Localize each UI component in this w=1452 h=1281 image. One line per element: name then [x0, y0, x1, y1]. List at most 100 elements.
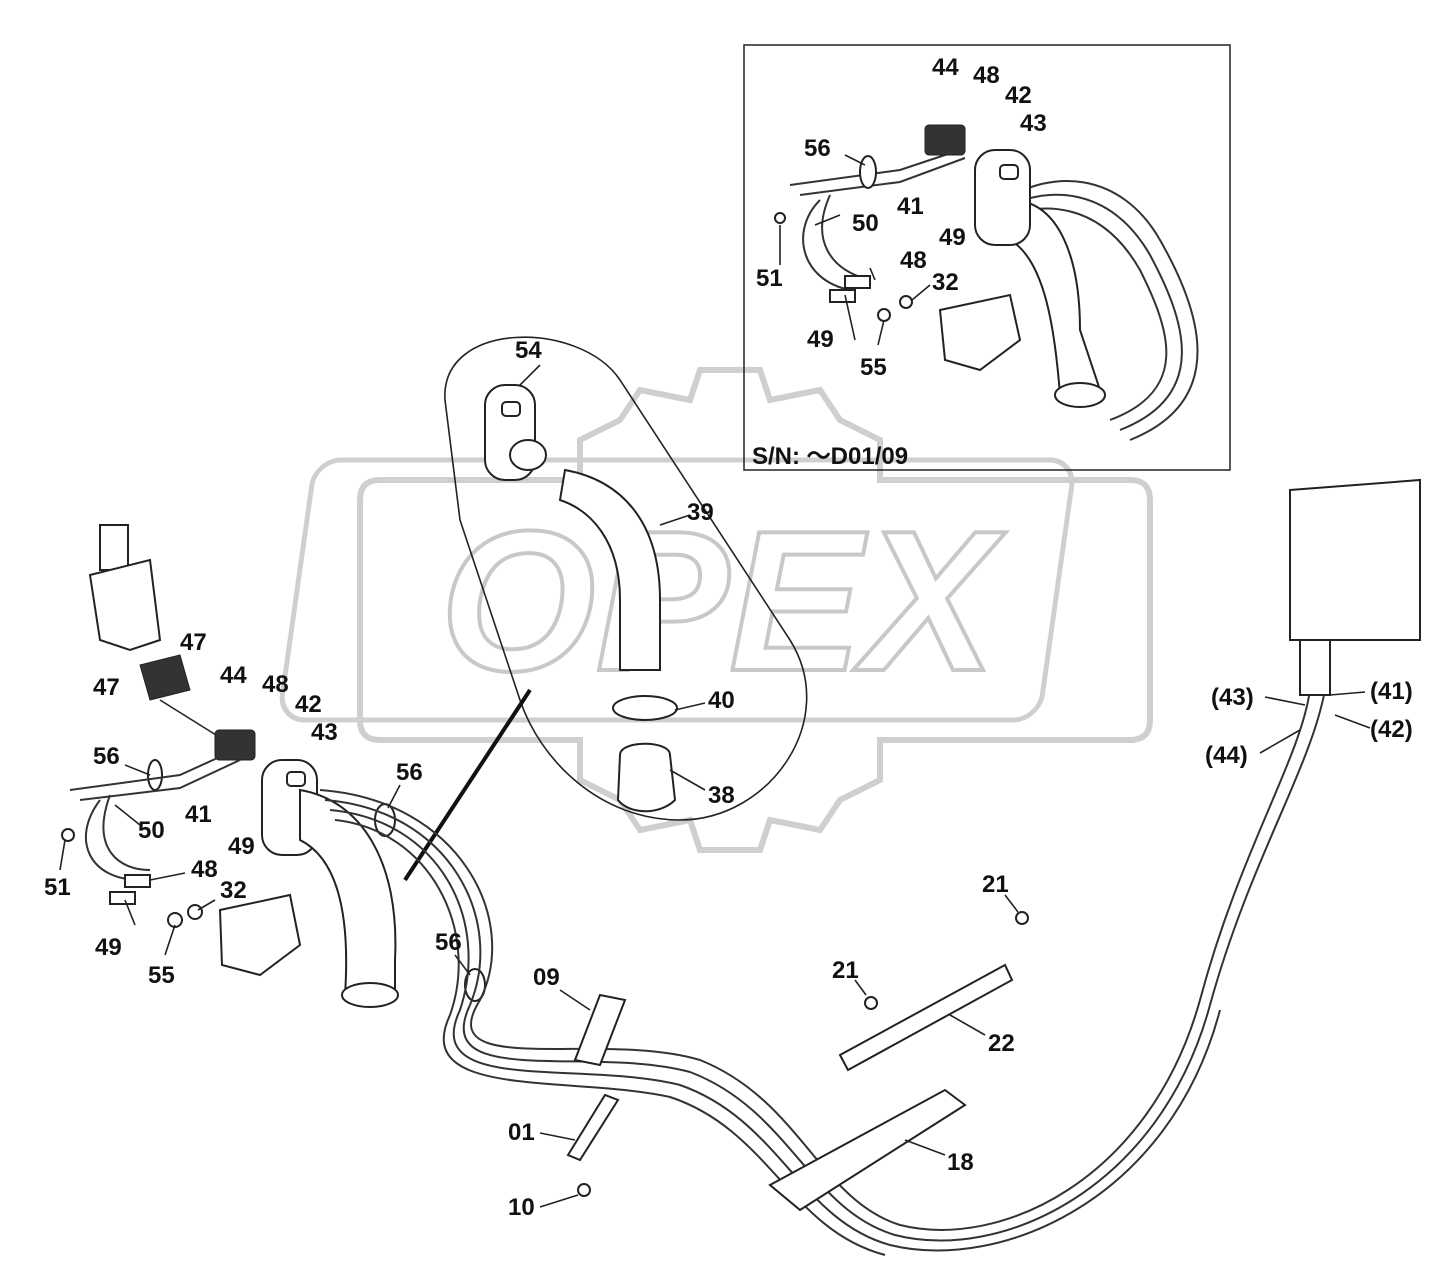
callout-47-b: 47 — [93, 674, 120, 701]
callout-41-inset: 41 — [897, 193, 924, 220]
callout-48: 48 — [262, 671, 289, 698]
hose-bundle-1 — [319, 689, 1311, 1231]
inset-valve — [938, 293, 1022, 372]
detail-outline — [444, 336, 808, 821]
callout-48-inset: 48 — [973, 62, 1000, 89]
callout-56-a: 56 — [93, 743, 120, 770]
line-d — [102, 794, 151, 871]
callout-49-inset-a: 49 — [939, 224, 966, 251]
control-valve-port — [1299, 639, 1331, 696]
inset-hose-end-49 — [829, 289, 856, 303]
callout-labels: 44 48 42 43 56 41 49 50 48 32 51 49 55 5… — [44, 54, 1413, 1221]
callout-55: 55 — [148, 962, 175, 989]
main-assembly — [61, 478, 1421, 1256]
hose-end-48 — [124, 874, 151, 888]
inset-assembly — [774, 124, 1199, 441]
callout-56-b: 56 — [396, 759, 423, 786]
inset-line-a — [789, 149, 961, 186]
callout-43-inset: 43 — [1020, 110, 1047, 137]
inset-hose-2 — [999, 193, 1183, 431]
boot-main-slot — [286, 771, 306, 787]
fitting-block — [214, 729, 256, 761]
line-b — [79, 759, 241, 801]
bolt-10 — [577, 1183, 591, 1197]
callout-43-paren: (43) — [1211, 684, 1254, 711]
watermark-text: OPEX — [440, 490, 1006, 713]
hose-end-49 — [109, 891, 136, 905]
callout-43: 43 — [311, 719, 338, 746]
detail-leader — [403, 688, 532, 882]
boot-54-ring — [509, 439, 547, 471]
callout-38: 38 — [708, 782, 735, 809]
inset-line-d — [821, 194, 871, 281]
callout-10: 10 — [508, 1194, 535, 1221]
callout-42-paren: (42) — [1370, 716, 1413, 743]
motor-shaft — [99, 524, 129, 571]
bracket-18 — [768, 1088, 967, 1212]
bolt-21-a — [1015, 911, 1029, 925]
bracket-01 — [566, 1093, 620, 1162]
inset-adapter-55 — [877, 308, 891, 322]
callout-49-inset-b: 49 — [807, 326, 834, 353]
callout-32: 32 — [220, 877, 247, 904]
inset-bolt-51 — [774, 212, 786, 224]
callout-41: 41 — [185, 801, 212, 828]
inset-hose-end-48 — [844, 275, 871, 289]
callout-54: 54 — [515, 337, 542, 364]
manifold-47 — [139, 654, 191, 701]
motor-body — [88, 558, 162, 652]
inset-oring — [859, 155, 877, 189]
callout-42-inset: 42 — [1005, 82, 1032, 109]
oring-56-c — [147, 759, 163, 791]
callout-50-inset: 50 — [852, 210, 879, 237]
callout-56-inset: 56 — [804, 135, 831, 162]
oring-56-b — [464, 968, 486, 1002]
inset-hose-3 — [994, 207, 1168, 421]
callout-44-inset: 44 — [932, 54, 959, 81]
boot-54-slot — [501, 401, 521, 417]
watermark: OPEX — [279, 367, 1153, 853]
control-valve — [1289, 478, 1421, 641]
callout-48-b: 48 — [191, 856, 218, 883]
callout-48-inset-b: 48 — [900, 247, 927, 274]
elbow-pipe-main — [299, 788, 397, 997]
callout-49-b: 49 — [95, 934, 122, 961]
bolt-51 — [61, 828, 75, 842]
inset-clamp — [1054, 382, 1106, 408]
callout-56-c: 56 — [435, 929, 462, 956]
cap-38 — [616, 742, 677, 813]
inset-line-c — [802, 199, 851, 291]
line-a — [69, 749, 236, 791]
callout-49-a: 49 — [228, 833, 255, 860]
pipe-39 — [558, 468, 661, 671]
bracket-22 — [838, 963, 1014, 1072]
callout-01: 01 — [508, 1119, 535, 1146]
serial-note: S/N: ～D01/09 — [752, 443, 908, 470]
inset-boot-slot — [999, 164, 1019, 180]
inset-fitting-block — [924, 124, 966, 156]
inset-frame — [743, 44, 1231, 471]
callout-21-a: 21 — [982, 871, 1009, 898]
callout-50: 50 — [138, 817, 165, 844]
hose-bundle-4 — [334, 819, 886, 1256]
callout-47-a: 47 — [180, 629, 207, 656]
callout-21-b: 21 — [832, 957, 859, 984]
callout-22: 22 — [988, 1030, 1015, 1057]
clamp-main — [341, 982, 399, 1008]
bracket-09 — [573, 993, 627, 1067]
watermark-frame — [279, 457, 1075, 723]
inset-line-b — [799, 157, 966, 196]
callout-51: 51 — [44, 874, 71, 901]
callout-09: 09 — [533, 964, 560, 991]
callout-42: 42 — [295, 691, 322, 718]
valve-main — [218, 893, 302, 977]
callout-32-inset: 32 — [932, 269, 959, 296]
detail-circle — [403, 336, 808, 882]
bolt-21-b — [864, 996, 878, 1010]
callout-39: 39 — [687, 499, 714, 526]
clamp-40 — [612, 695, 678, 721]
hose-bundle-3 — [329, 809, 1221, 1252]
callout-51-inset: 51 — [756, 265, 783, 292]
watermark-gear — [357, 367, 1153, 853]
